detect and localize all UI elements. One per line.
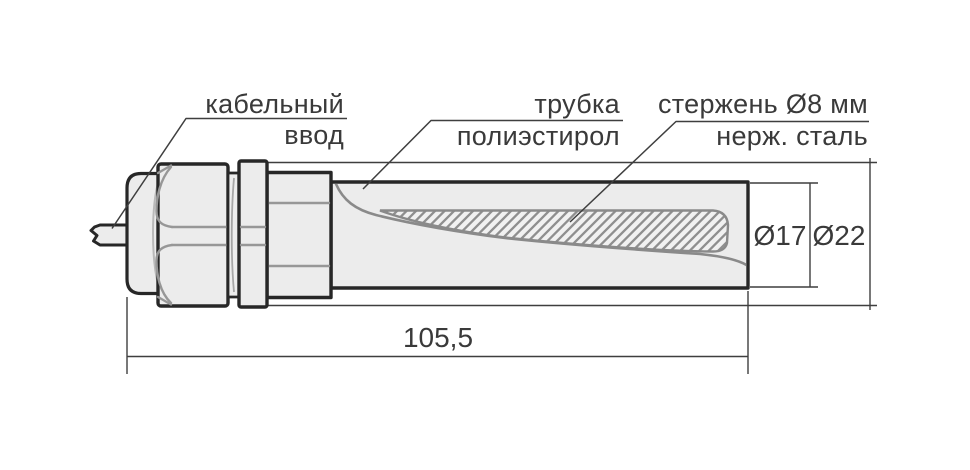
steel-rod-hatch xyxy=(379,209,730,253)
label-cable-gland-line2: ввод xyxy=(284,120,344,150)
label-tube-line2: полиэстирол xyxy=(457,121,620,151)
dim-length: 105,5 xyxy=(126,291,749,374)
callout-rod: стержень Ø8 мм нерж. сталь xyxy=(569,89,869,223)
cable-stub xyxy=(89,223,130,247)
dim-d17-value: Ø17 xyxy=(754,220,807,251)
label-rod-line2: нерж. сталь xyxy=(716,121,868,151)
locknut-ring xyxy=(237,159,269,309)
dim-d22-value: Ø22 xyxy=(813,220,866,251)
callout-tube: трубка полиэстирол xyxy=(362,89,623,190)
dim-d22: Ø22 xyxy=(813,158,871,310)
label-cable-gland-line1: кабельный xyxy=(205,89,344,119)
label-rod-line1: стержень Ø8 мм xyxy=(658,89,868,119)
d22-extension-lines xyxy=(250,161,877,307)
dim-d17: Ø17 xyxy=(750,182,818,288)
gland-hex-nut xyxy=(155,162,230,308)
body-hex-section xyxy=(265,170,333,300)
dim-length-value: 105,5 xyxy=(403,322,473,353)
callout-cable-gland: кабельный ввод xyxy=(111,89,347,229)
label-tube-line1: трубка xyxy=(534,89,620,119)
probe-tube xyxy=(329,180,750,290)
